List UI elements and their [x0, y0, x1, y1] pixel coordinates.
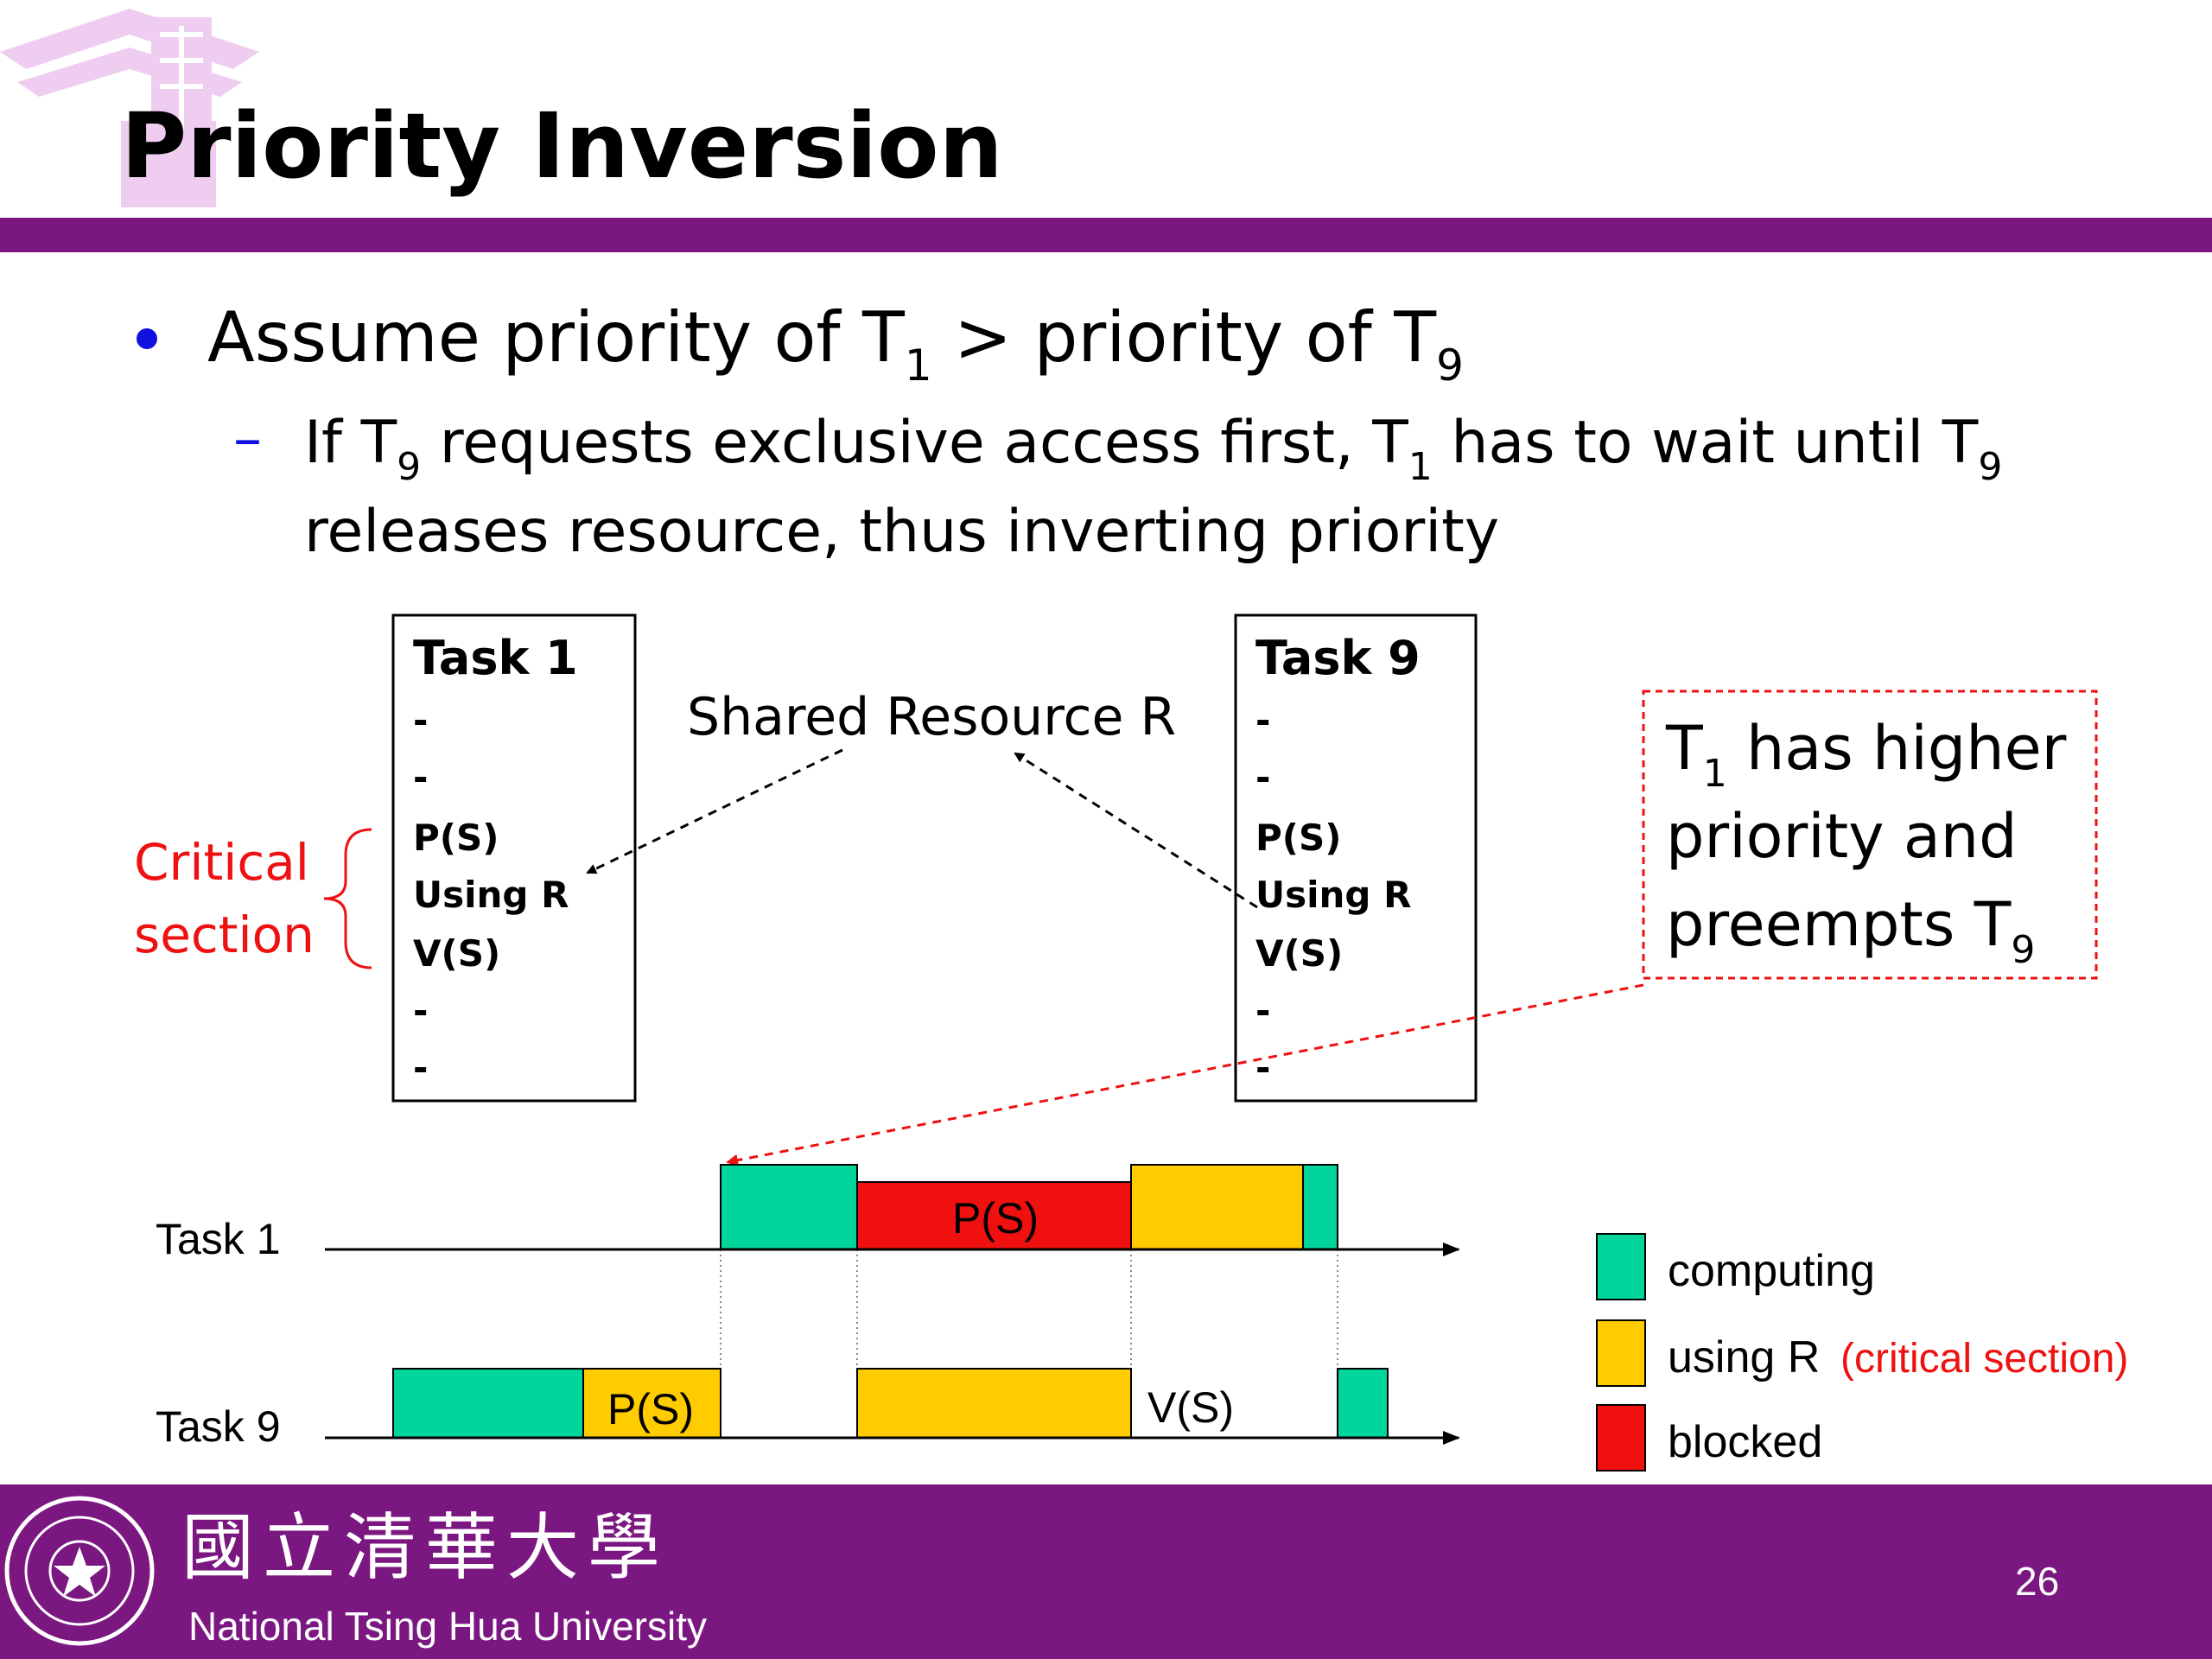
task9-ps-label: P(S) [607, 1385, 694, 1433]
preempt-note-line-1: T1 has higher [1665, 713, 2067, 796]
task9-box-line: - [1255, 756, 1270, 798]
task9-code-box: Task 9 - - P(S) Using R V(S) - - [1234, 613, 1478, 1103]
task9-box-line: - [1255, 989, 1270, 1032]
task9-box-title: Task 9 [1255, 631, 1421, 685]
task1-ps-label: P(S) [952, 1194, 1039, 1243]
task9-using-r-segment [582, 1368, 721, 1439]
task1-computing-segment [1302, 1164, 1338, 1250]
legend-computing-label: computing [1668, 1246, 1875, 1296]
task1-bars [720, 1164, 1338, 1250]
legend-critical-section-note: (critical section) [1840, 1336, 2128, 1382]
preempt-note-line-2: priority and [1666, 801, 2018, 872]
timeline-guides [720, 1249, 1338, 1369]
legend-blocked-label: blocked [1668, 1417, 1822, 1467]
timeline-task1-label: Task 1 [156, 1215, 281, 1263]
preempt-note-box [1642, 690, 2098, 980]
legend-blocked-swatch [1596, 1404, 1646, 1471]
bullet-2-line-1: If T9 requests exclusive access first, T… [304, 409, 2002, 489]
title-divider-band [0, 218, 2212, 252]
timeline-task9-label: Task 9 [156, 1402, 281, 1451]
critical-section-label-2: section [134, 906, 315, 964]
legend: computing using R (critical section) blo… [1596, 1233, 2128, 1471]
preempt-note-line-3: preempts T9 [1666, 889, 2035, 972]
task1-box-line: - [413, 989, 428, 1032]
critical-section-brace [323, 828, 372, 969]
university-seal-icon [4, 1496, 155, 1646]
bullet-2-line-2: releases resource, thus inverting priori… [304, 498, 1499, 566]
task9-computing-segment [1337, 1368, 1389, 1439]
task1-box-line: - [413, 756, 428, 798]
task9-box-line: Using R [1255, 874, 1411, 916]
task1-using-r-segment [1130, 1164, 1304, 1250]
task9-bars [392, 1368, 1389, 1439]
task1-box-line: - [413, 699, 428, 741]
footer-english-name: National Tsing Hua University [188, 1604, 707, 1649]
footer-chinese-name: 國立清華大學 [181, 1505, 669, 1590]
arrow-resource-to-task1 [586, 748, 843, 874]
task1-box-line: Using R [413, 874, 569, 916]
task1-code-box: Task 1 - - P(S) Using R V(S) - - [391, 613, 637, 1103]
footer-band [0, 1484, 2212, 1659]
task9-box-line: - [1255, 699, 1270, 741]
task9-box-line: - [1255, 1046, 1270, 1089]
page-title: Priority Inversion [121, 93, 1003, 199]
task1-box-line: - [413, 1046, 428, 1089]
critical-section-label-1: Critical [134, 833, 309, 892]
page-number: 26 [2015, 1559, 2059, 1604]
bullet-dot [137, 328, 157, 349]
university-logo-watermark [0, 9, 259, 207]
task1-box-title: Task 1 [413, 631, 578, 685]
task1-box-line: V(S) [413, 932, 500, 975]
arrow-task9-to-resource [1014, 752, 1258, 909]
task1-computing-segment [720, 1164, 858, 1250]
task9-box-line: P(S) [1255, 817, 1341, 859]
task9-using-r-segment [856, 1368, 1132, 1439]
legend-computing-swatch [1596, 1233, 1646, 1300]
legend-using-r-label: using R [1668, 1332, 1820, 1382]
task1-box-line: P(S) [413, 817, 499, 859]
task9-computing-segment [392, 1368, 584, 1439]
shared-resource-label: Shared Resource R [687, 687, 1176, 747]
legend-using-r-swatch [1596, 1319, 1646, 1387]
sub-bullet-dash: – [233, 405, 262, 472]
task9-vs-label: V(S) [1147, 1383, 1234, 1432]
preempt-arrow [726, 983, 1644, 1166]
bullet-1-text: Assume priority of T1 > priority of T9 [207, 297, 1464, 391]
task9-box-line: V(S) [1255, 932, 1343, 975]
